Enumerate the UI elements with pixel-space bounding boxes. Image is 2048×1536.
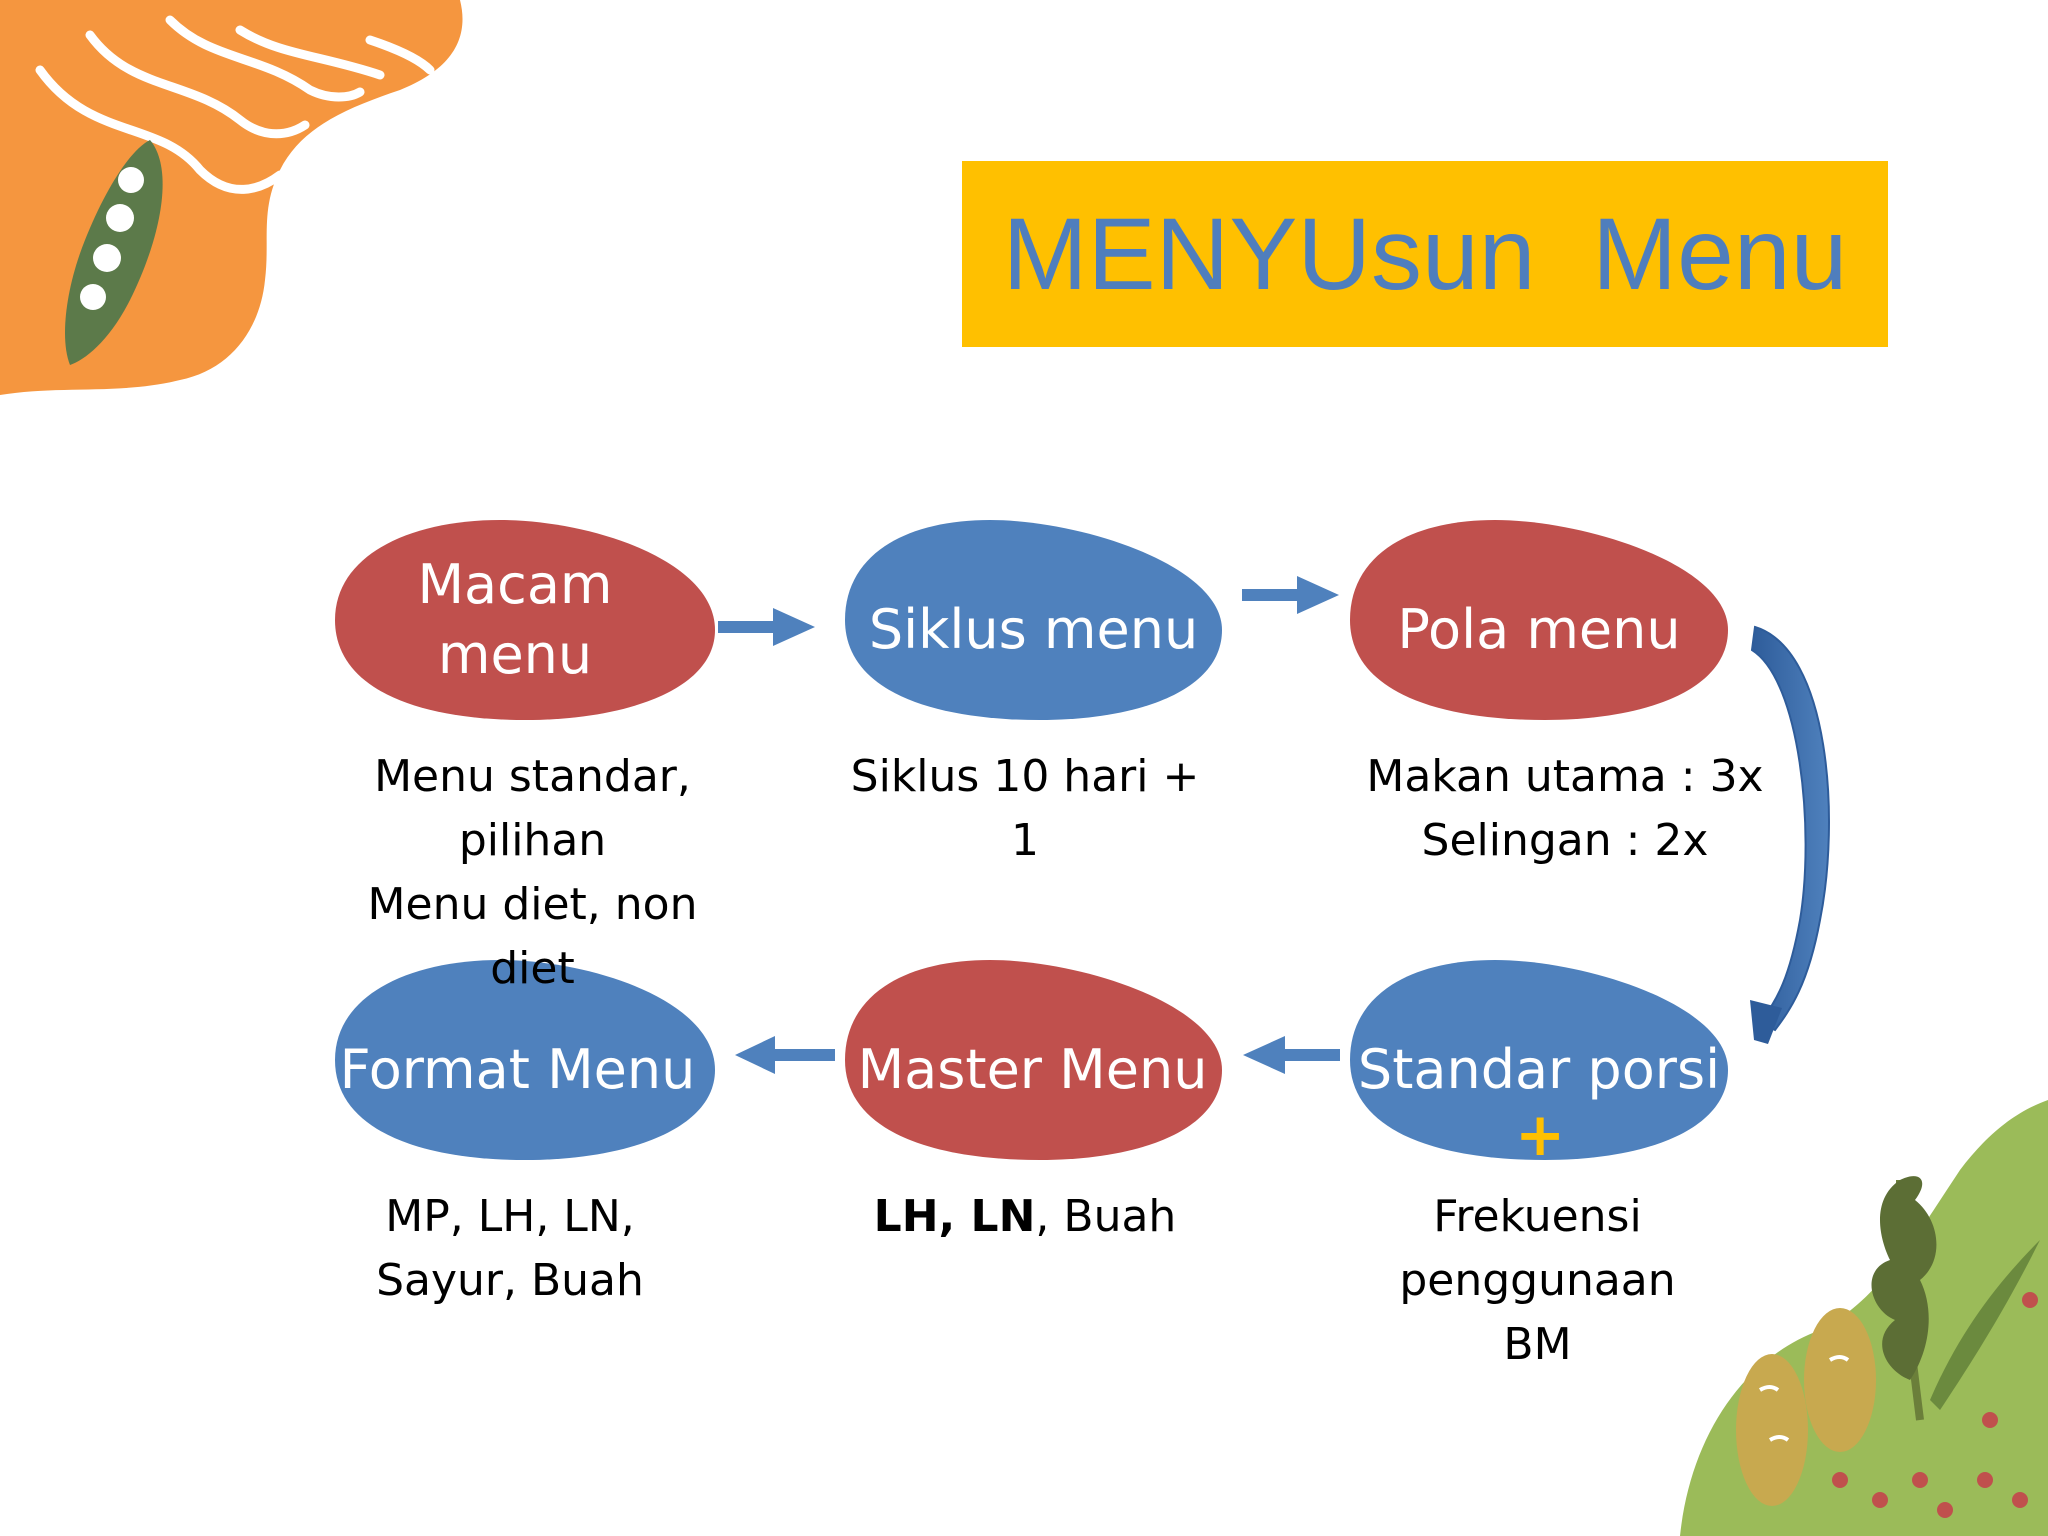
node-shape-standar	[1350, 960, 1728, 1160]
caption-standar: Frekuensi penggunaan BM	[1350, 1185, 1725, 1377]
node-pola-menu: Pola menu	[1350, 530, 1728, 730]
caption-macam-line4: diet	[490, 943, 575, 994]
node-shape-macam	[335, 520, 715, 720]
node-siklus-menu: Siklus menu	[845, 530, 1222, 730]
node-standar-porsi: Standar porsi	[1350, 970, 1728, 1170]
caption-pola: Makan utama : 3x Selingan : 2x	[1355, 745, 1775, 873]
caption-macam-line2: pilihan	[458, 815, 607, 866]
arrow-right-2	[1242, 576, 1339, 614]
node-pola-label: Pola menu	[1397, 597, 1681, 661]
caption-pola-line2: Selingan : 2x	[1421, 815, 1709, 866]
caption-format-line1: MP, LH, LN,	[385, 1191, 635, 1242]
caption-macam-line3: Menu diet, non	[367, 879, 698, 930]
node-master-menu: Master Menu	[835, 970, 1230, 1170]
caption-format: MP, LH, LN, Sayur, Buah	[335, 1185, 685, 1313]
node-format-label: Format Menu	[339, 1037, 696, 1101]
caption-master-rest: , Buah	[1035, 1191, 1177, 1242]
node-macam-menu: Macam menu	[335, 520, 695, 720]
node-macam-line1: Macam	[417, 552, 613, 616]
node-shape-siklus	[845, 520, 1222, 720]
caption-standar-line2: penggunaan	[1399, 1255, 1676, 1306]
caption-macam-line1: Menu standar,	[374, 751, 691, 802]
node-master-label: Master Menu	[857, 1037, 1208, 1101]
caption-pola-line1: Makan utama : 3x	[1366, 751, 1764, 802]
curved-arrow-down	[1750, 625, 1830, 1044]
arrow-right-1	[718, 608, 815, 646]
caption-master-bold: LH, LN	[873, 1191, 1036, 1242]
node-macam-line2: menu	[437, 623, 593, 686]
caption-format-line2: Sayur, Buah	[376, 1255, 644, 1306]
title-banner: MENYUsun Menu	[962, 161, 1888, 347]
node-shape-format	[335, 960, 715, 1160]
caption-standar-line3: BM	[1503, 1319, 1572, 1370]
node-format-menu: Format Menu	[320, 970, 715, 1170]
caption-siklus-line2: 1	[1011, 815, 1039, 866]
caption-standar-line1: Frekuensi	[1433, 1191, 1642, 1242]
caption-siklus: Siklus 10 hari + 1	[840, 745, 1210, 873]
arrow-left-1	[735, 1036, 835, 1074]
node-standar-label: Standar porsi	[1357, 1037, 1721, 1101]
node-shape-pola	[1350, 520, 1728, 720]
node-shape-master	[845, 960, 1222, 1160]
page-title: MENYUsun Menu	[1002, 196, 1848, 311]
arrow-left-2	[1243, 1036, 1340, 1074]
caption-siklus-line1: Siklus 10 hari +	[850, 751, 1200, 802]
node-siklus-label: Siklus menu	[868, 597, 1199, 661]
caption-macam: Menu standar, pilihan Menu diet, non die…	[350, 745, 715, 1001]
caption-master: LH, LN, Buah	[840, 1185, 1210, 1249]
plus-sign: +	[1515, 1100, 1566, 1170]
